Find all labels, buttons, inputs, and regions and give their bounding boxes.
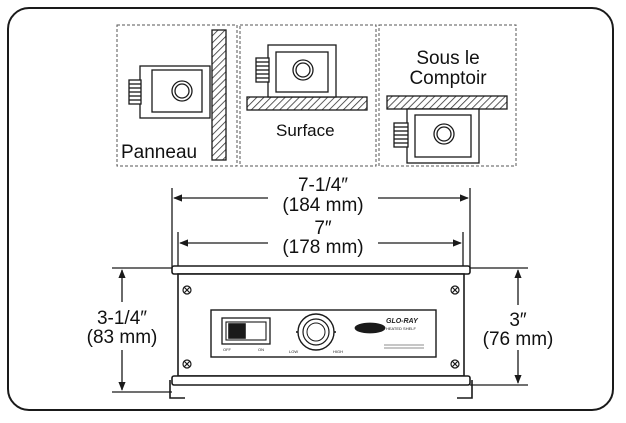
surface-mount-box [239,24,377,167]
overall-width-mm: (184 mm) [282,195,364,216]
under-counter-label-line2: Comptoir [409,68,487,89]
surface-counter-hatch [246,96,368,111]
panel-wall-hatch [211,29,227,161]
under-counter-hatch [386,95,508,110]
body-width-inches: 7″ [314,218,332,239]
mounting-options-group [116,24,517,167]
switch-off-label: OFF [223,347,231,352]
body-height-inches: 3″ [509,310,527,331]
panel-mount-illustration [128,29,227,161]
brand-name-text: GLO-RAY [386,318,418,325]
body-width-mm: (178 mm) [282,237,364,258]
panel-mount-label: Panneau [121,142,198,163]
brand-subtitle-text: HEATED SHELF [386,326,416,331]
body-height-mm: (76 mm) [482,329,554,350]
knob-low-label: LOW [289,349,299,354]
flange-height-mm: (83 mm) [86,327,158,348]
switch-on-label: ON [258,347,264,352]
knob-high-label: HIGH [333,349,343,354]
diagram-frame [7,7,614,411]
overall-width-inches: 7-1/4″ [297,175,349,196]
under-counter-illustration [386,95,508,164]
brand-logo [354,322,386,334]
under-counter-mount-box [378,24,517,167]
under-counter-label-line1: Sous le [416,48,480,69]
panel-mount-box [116,24,238,167]
control-box-front-view [169,265,473,399]
surface-mount-illustration [246,44,368,111]
flange-height-inches: 3-1/4″ [96,308,148,329]
dimension-lines [112,188,528,393]
surface-mount-label: Surface [276,121,335,140]
